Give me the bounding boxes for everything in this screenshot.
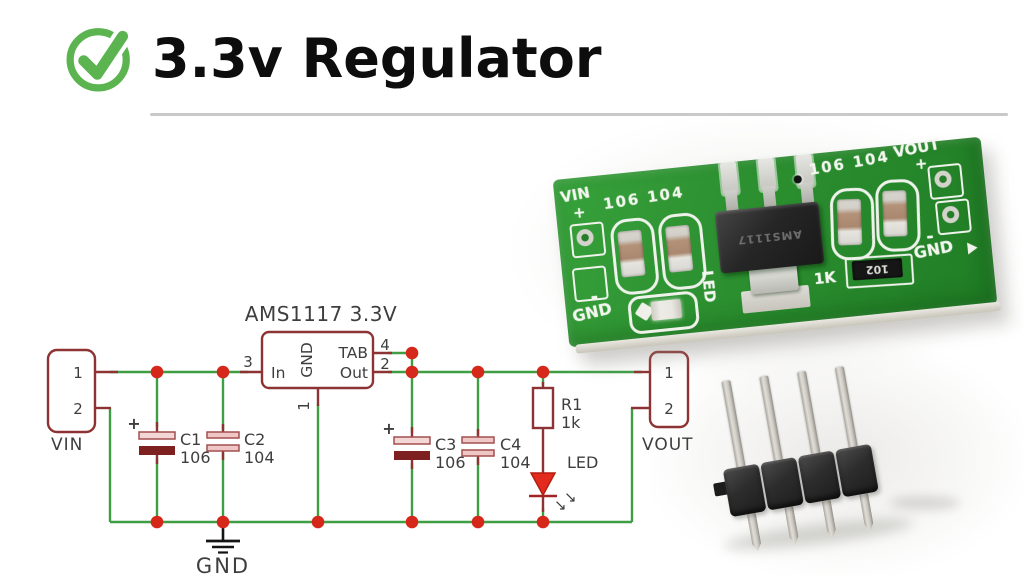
ic-pin3-number: 3 xyxy=(243,353,253,371)
pcb-resistor-label: 1K xyxy=(813,268,837,289)
capacitor-c2-symbol xyxy=(206,431,240,452)
header-body-segment xyxy=(835,443,879,498)
pin-header-photo xyxy=(683,342,943,574)
pcb-resistor-outline: 102 xyxy=(844,253,915,289)
header-pin-long xyxy=(834,366,858,449)
c2-ref: C2 xyxy=(244,430,265,449)
header-pin-long xyxy=(721,380,746,469)
ic-pin-in-label: In xyxy=(271,364,285,382)
vout-pin2-number: 2 xyxy=(664,400,674,418)
pcb-vout-plus: + xyxy=(913,154,929,174)
ic-pin-out-label: Out xyxy=(340,364,368,382)
header-body-segment xyxy=(760,457,804,511)
c1-value: 106 xyxy=(180,448,211,467)
header-pin-short xyxy=(822,500,837,539)
c4-ref: C4 xyxy=(500,435,521,454)
vout-label: VOUT xyxy=(642,435,694,455)
pcb-cap-c4 xyxy=(874,178,922,253)
r1-ref: R1 xyxy=(561,395,582,414)
pcb-cap-c1 xyxy=(608,216,661,297)
pcb-cap-c3 xyxy=(829,187,876,261)
header-body-segment xyxy=(797,450,842,504)
pcb-led-label: LED xyxy=(698,269,720,304)
smd-led xyxy=(650,298,683,321)
smd-resistor: 102 xyxy=(851,258,903,281)
r1-value: 1k xyxy=(561,413,581,432)
capacitor-c1-symbol xyxy=(138,431,176,455)
c3-ref: C3 xyxy=(435,435,456,454)
smd-capacitor xyxy=(882,190,908,237)
led-arrow-2: ↘ xyxy=(564,488,577,506)
ic-pin-tab-label: TAB xyxy=(337,344,368,362)
vout-connector-box xyxy=(648,350,690,429)
ic-pin4-number: 4 xyxy=(380,336,390,354)
vin-pin2-number: 2 xyxy=(73,400,83,418)
pcb-gnd-arrow xyxy=(967,241,979,255)
c3-plus-sign: + xyxy=(382,419,395,438)
ic-pin1-number: 1 xyxy=(295,401,313,411)
ic-box xyxy=(260,330,375,390)
circuit-schematic: ↘ ↘ AMS1117 3.3V 1 2 VIN 3 In GND TAB Ou… xyxy=(46,302,694,576)
c1-plus-sign: + xyxy=(127,414,140,433)
ic-pin-gnd-label: GND xyxy=(298,342,316,378)
header-pin-short xyxy=(784,506,799,545)
header-pin-long xyxy=(759,375,784,462)
c1-ref: C1 xyxy=(180,430,201,449)
smd-capacitor xyxy=(664,224,694,273)
header-pin-short xyxy=(747,513,762,552)
c2-value: 104 xyxy=(244,448,275,467)
header-pin-long xyxy=(796,370,821,456)
header-pin-short xyxy=(859,493,874,532)
ic-pin2-number: 2 xyxy=(380,355,390,373)
vin-pin1-number: 1 xyxy=(73,364,83,382)
title-bar: 3.3v Regulator xyxy=(62,20,601,96)
smd-capacitor xyxy=(617,229,646,278)
vout-pin1-number: 1 xyxy=(664,364,674,382)
regulator-chip: AMS1117 xyxy=(714,201,825,274)
header-body-segment xyxy=(722,463,767,518)
schematic-wires-maroon xyxy=(95,351,650,512)
pcb-pad-vin xyxy=(569,221,607,259)
pcb-vin-plus: + xyxy=(572,203,587,223)
junction-dots xyxy=(150,346,550,529)
led-label: LED xyxy=(567,453,598,472)
vin-connector-box xyxy=(46,348,97,434)
ground-label: GND xyxy=(196,554,250,576)
capacitor-c4-symbol xyxy=(461,436,495,457)
resistor-symbol xyxy=(531,386,555,430)
resistor-marking: 102 xyxy=(865,261,890,277)
checkmark-icon xyxy=(66,26,133,92)
c3-value: 106 xyxy=(435,453,466,472)
smd-capacitor xyxy=(836,198,863,246)
pcb-pad-gnd-right xyxy=(934,198,973,236)
title-divider xyxy=(150,113,1008,116)
pcb-pad-hole xyxy=(933,169,953,189)
pcb-led-outline xyxy=(626,290,701,336)
capacitor-c3-symbol xyxy=(393,436,431,460)
page-title: 3.3v Regulator xyxy=(152,26,602,90)
pcb-pad-hole xyxy=(575,228,595,247)
vin-label: VIN xyxy=(51,435,83,455)
ic-label: AMS1117 3.3V xyxy=(245,302,397,326)
pcb-pad-vout xyxy=(927,162,965,201)
led-arrow-1: ↘ xyxy=(554,496,567,514)
chip-marking: AMS1117 xyxy=(736,227,803,247)
c4-value: 104 xyxy=(500,453,531,472)
header-shadow-small xyxy=(890,496,960,510)
pcb-pad-hole xyxy=(941,205,960,224)
led-symbol: ↘ ↘ xyxy=(529,472,577,514)
